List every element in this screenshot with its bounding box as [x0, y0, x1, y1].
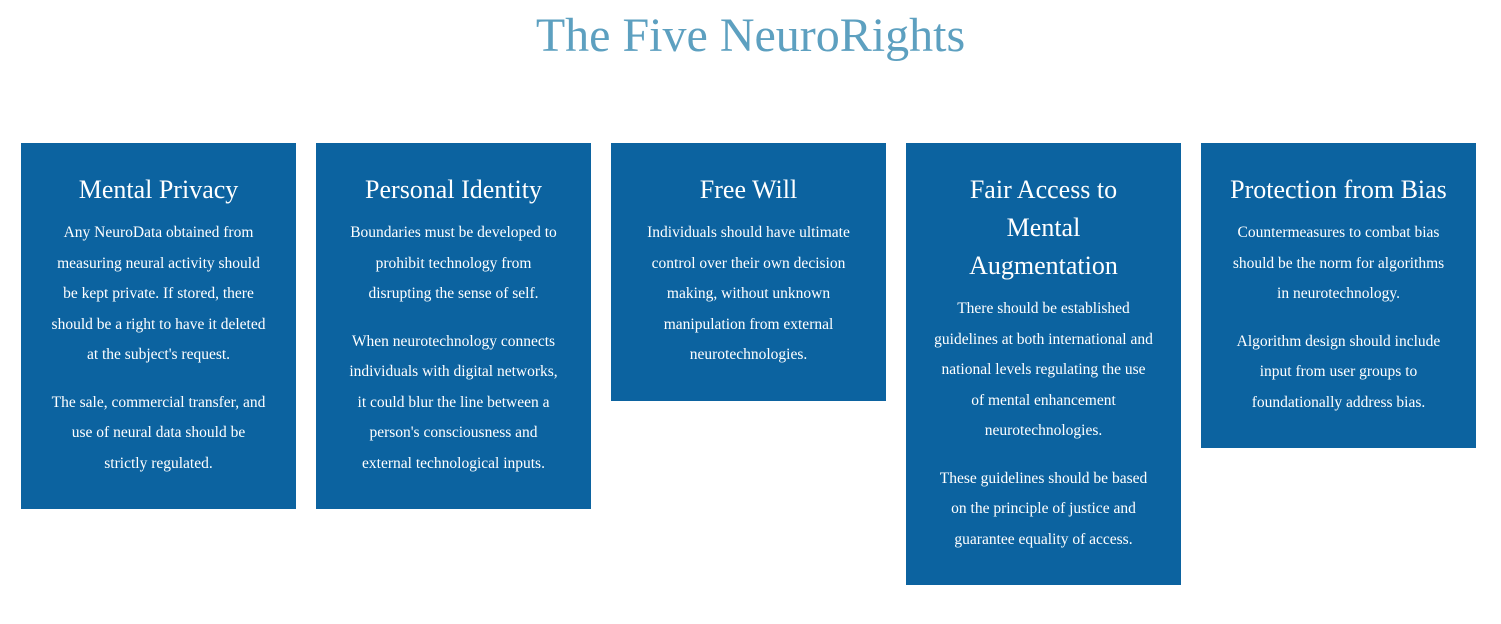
- neurorights-cards: Mental Privacy Any NeuroData obtained fr…: [21, 143, 1476, 585]
- card-paragraph: There should be established guidelines a…: [934, 300, 1153, 439]
- card-paragraph: Countermeasures to combat bias should be…: [1232, 224, 1445, 302]
- card-paragraph: When neurotechnology connects individual…: [349, 332, 558, 472]
- page-title: The Five NeuroRights: [535, 9, 966, 62]
- card-paragraph: Any NeuroData obtained from measuring ne…: [51, 224, 266, 363]
- card-title: Protection from Bias: [1230, 175, 1447, 204]
- card-paragraph: Individuals should have ultimate control…: [647, 224, 850, 363]
- card-title: Free Will: [699, 175, 798, 204]
- card-protection-from-bias: Protection from Bias Countermeasures to …: [1201, 143, 1476, 448]
- card-personal-identity: Personal Identity Boundaries must be dev…: [316, 143, 591, 509]
- card-free-will: Free Will Individuals should have ultima…: [611, 143, 886, 401]
- card-title: Personal Identity: [365, 175, 542, 204]
- card-title: Fair Access to Mental Augmentation: [969, 175, 1118, 280]
- card-paragraph: Algorithm design should include input fr…: [1236, 332, 1441, 411]
- card-fair-access: Fair Access to Mental Augmentation There…: [906, 143, 1181, 585]
- card-title: Mental Privacy: [78, 175, 239, 204]
- card-paragraph: The sale, commercial transfer, and use o…: [51, 393, 266, 472]
- card-paragraph: These guidelines should be based on the …: [939, 469, 1148, 548]
- card-paragraph: Boundaries must be developed to prohibit…: [350, 224, 557, 302]
- card-mental-privacy: Mental Privacy Any NeuroData obtained fr…: [21, 143, 296, 509]
